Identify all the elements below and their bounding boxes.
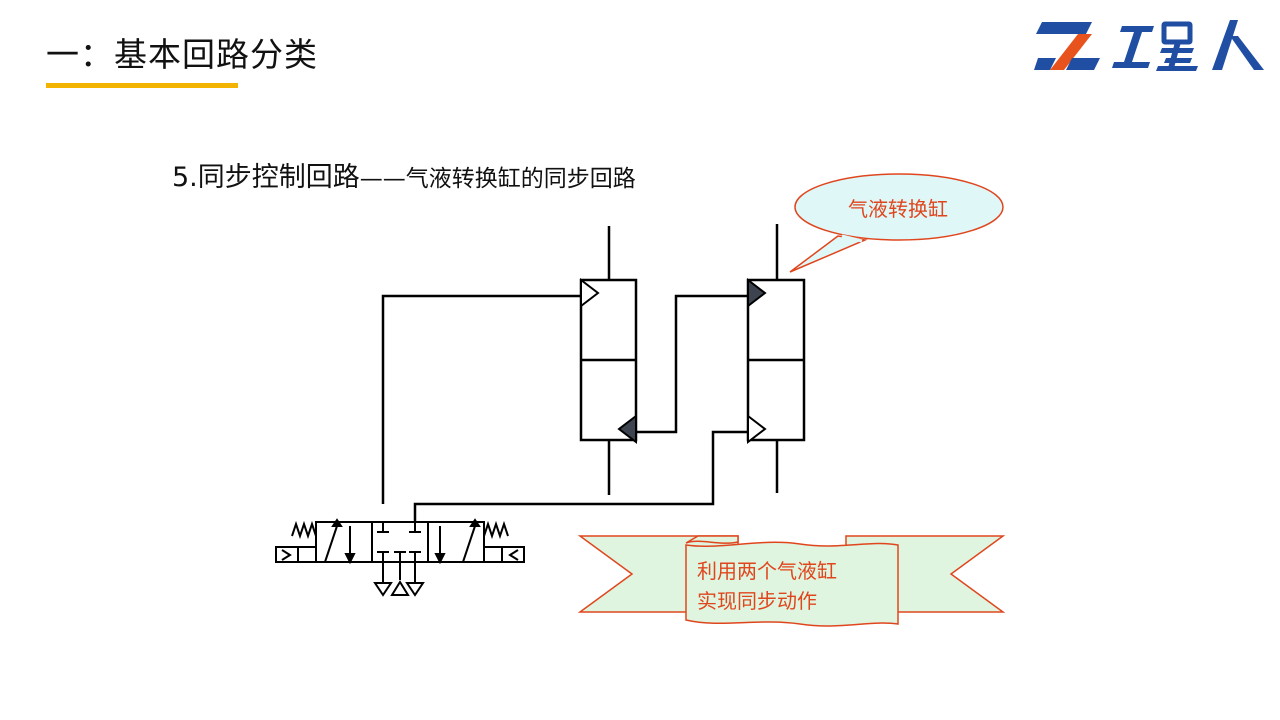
- gongxingren-logo: [1034, 20, 1264, 71]
- port-arrow-open-a-top: [580, 277, 600, 309]
- port-arrow-filled-a-bottom: [617, 413, 637, 445]
- ribbon-banner: [577, 535, 1006, 627]
- banner-line-1: 利用两个气液缸: [697, 559, 837, 583]
- page-title: 一：基本回路分类: [46, 35, 318, 74]
- port-arrow-open-b-bottom: [747, 413, 767, 445]
- port-arrow-filled-b-top: [747, 277, 767, 309]
- pipe-lines: [381, 294, 750, 522]
- title-underline: [46, 83, 238, 88]
- subtitle-main: 5.同步控制回路: [172, 162, 360, 193]
- logo-wordmark-icon: [1112, 20, 1264, 71]
- cylinder-a: [579, 226, 638, 495]
- directional-valve: [275, 518, 525, 597]
- banner-line-2: 实现同步动作: [697, 589, 817, 613]
- subtitle-rest: ——气液转换缸的同步回路: [359, 166, 636, 192]
- callout-bubble: [789, 173, 1004, 273]
- callout-label: 气液转换缸: [848, 197, 948, 221]
- logo-mark-icon: [1034, 22, 1100, 70]
- cylinder-b: [746, 224, 806, 493]
- banner-text: 利用两个气液缸 实现同步动作: [697, 556, 837, 616]
- section-subtitle: 5.同步控制回路——气液转换缸的同步回路: [172, 155, 636, 194]
